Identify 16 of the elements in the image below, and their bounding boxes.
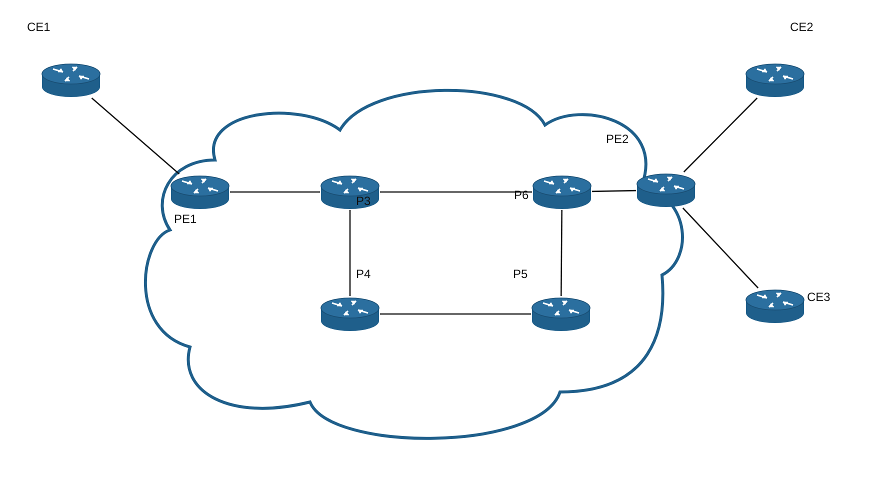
network-link <box>230 191 320 193</box>
router-label: PE1 <box>174 212 197 226</box>
router-label: CE3 <box>807 290 830 304</box>
router-label: PE2 <box>606 132 629 146</box>
network-link <box>91 98 180 174</box>
network-link <box>380 313 531 315</box>
network-link <box>380 191 532 193</box>
network-link <box>683 98 758 172</box>
router-label: CE1 <box>27 20 50 34</box>
network-link <box>560 210 562 296</box>
network-link <box>592 190 636 192</box>
router-label: P3 <box>356 194 371 208</box>
router-label: P4 <box>356 267 371 281</box>
router-label: P5 <box>513 267 528 281</box>
router-label: CE2 <box>790 20 814 34</box>
network-link <box>349 210 351 296</box>
